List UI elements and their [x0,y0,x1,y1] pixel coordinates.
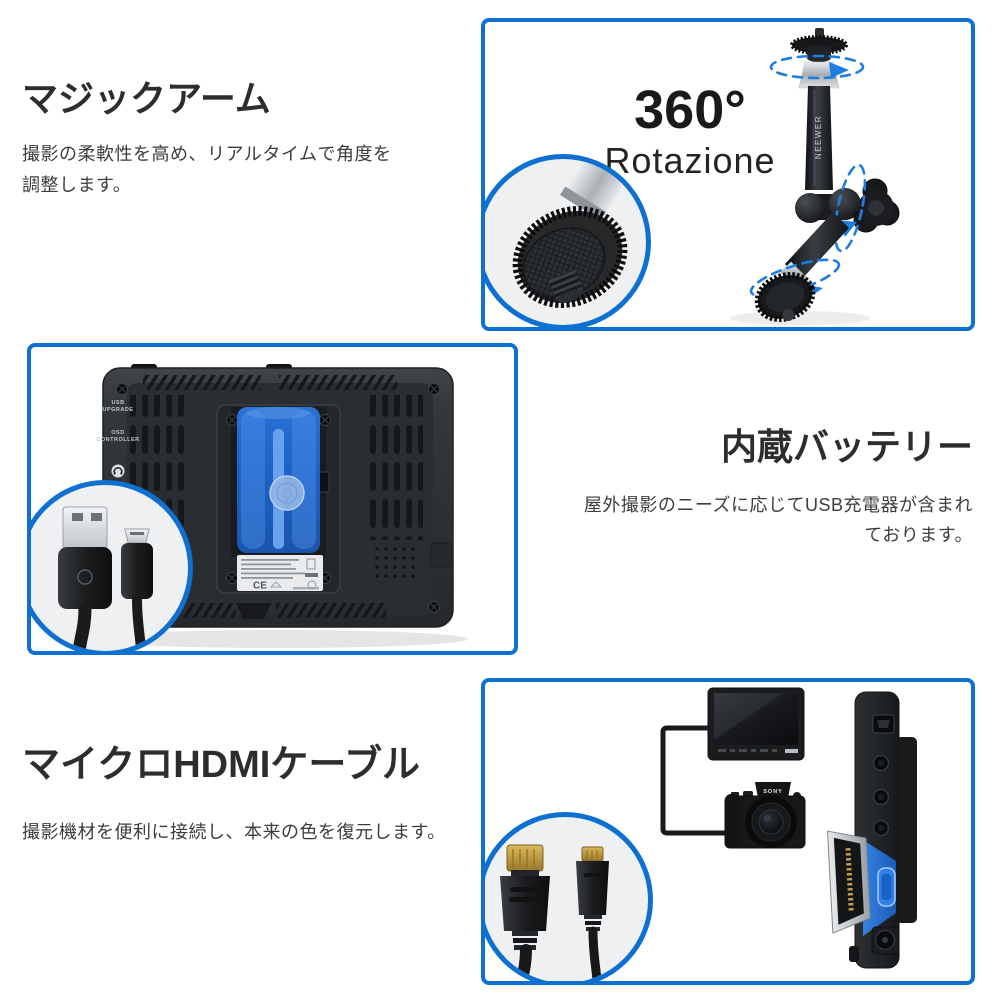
side-monitor [826,691,917,969]
battery-holo-sticker [269,475,305,511]
camera: SONY [724,782,806,849]
battery-photo-panel: USB UPGRADE OSD CONTROLLER [27,343,518,655]
camera-brand-text: SONY [763,789,783,795]
side-door [430,542,452,568]
dc-jack [871,926,900,955]
micro-hdmi-cable [588,926,602,981]
usb-upgrade-label-line1: USB [111,400,124,406]
arm-brand-text: NEEWER [814,115,823,159]
magic-arm-photo: NEEWER [730,28,900,325]
label-battery-icon [305,573,318,577]
bottom-vent-strip [276,603,386,618]
usb-upgrade-label-line2: UPGRADE [102,407,133,413]
battery-description-line1: 屋外撮影のニーズに応じてUSB充電器が含まれ [583,495,973,515]
hdmi-plug [826,830,871,934]
hdmi-port [877,867,896,907]
audio-jacks [872,754,890,837]
micro-usb-cable [132,594,147,651]
thumbscrew-closeup-photo [512,159,645,308]
usb-a-cable [72,602,92,651]
camera-grip [725,794,740,848]
monitor-screen [714,693,798,745]
mini-usb-port [872,714,895,734]
label-tent-icon [269,581,283,588]
rotation-arrow-top-icon [829,62,849,78]
hdmi-plug-pins [842,847,856,913]
rotation-degrees-text: 360° [634,80,746,140]
camera-viewfinder-hump [755,782,791,798]
headphone-icon [111,464,125,478]
front-monitor [707,687,805,761]
right-vent-grid [370,395,423,540]
hdmi-heading: マイクロHDMIケーブル [22,744,421,786]
left-bezel-labels: USB UPGRADE OSD CONTROLLER [96,400,139,478]
hdmi-cable-photo [500,844,609,981]
magic-arm-description-line1: 撮影の柔軟性を高め、リアルタイムで角度を [22,144,392,164]
rotation-ellipse-top [769,54,865,80]
hdmi-description: 撮影機材を便利に接続し、本来の色を復元します。 [22,822,446,842]
magic-arm-description-line2: 調整します。 [22,175,132,195]
osd-controller-label-line1: OSD [111,430,124,436]
hdmi-connection-cable [660,725,728,836]
arm-bottom-thumbwheel [754,272,816,322]
battery-description-line2: ております。 [864,525,973,545]
monitor-shadow [88,630,468,648]
top-vent-strip [279,375,397,390]
hdmi-cable-inset [485,812,653,981]
battery-description: 屋外撮影のニーズに応じてUSB充電器が含まれております。 [584,490,973,550]
osd-controller-label-line2: CONTROLLER [96,437,139,443]
monitor-logo [785,749,798,753]
usb-cable-inset [31,480,193,651]
micro-usb-plug [121,528,153,651]
screw-threaded-stud [548,270,584,303]
hdmi-connection-photo: SONY [660,687,917,969]
speaker-grille [373,545,417,583]
magic-arm-photo-panel: 360° Rotazione [481,18,975,331]
hdmi-photo-panel: SONY [481,678,975,985]
rotation-caption: 360° Rotazione [580,83,800,179]
hdmi-full-plug [500,844,550,981]
micro-hdmi-plug [576,846,609,981]
arm-locking-knob [853,178,900,233]
magic-arm-heading: マジックアーム [22,78,271,119]
monitor-buttons [718,749,777,752]
usb-cable-photo [58,506,153,651]
battery [237,407,320,553]
arm-top-chrome-collar [798,61,840,89]
hdmi-cable [515,944,532,981]
screw-detail-inset [485,154,651,327]
screw-silver-shaft [559,159,645,221]
top-vent-strip [143,375,261,390]
arm-shadow [730,311,870,325]
usb-a-plug [58,506,112,651]
arm-upper-rod: NEEWER [805,86,833,190]
battery-heading: 内蔵バッテリー [720,426,973,467]
spec-label: CE [237,555,323,592]
bottom-mount-tab [236,603,271,619]
usb-logo-engraving [77,569,93,585]
bottom-tab [849,946,859,962]
label-bin-icon [306,558,316,570]
magic-arm-description: 撮影の柔軟性を高め、リアルタイムで角度を調整します。 [22,139,391,201]
ce-mark-text: CE [253,581,267,592]
camera-lens [745,796,797,848]
